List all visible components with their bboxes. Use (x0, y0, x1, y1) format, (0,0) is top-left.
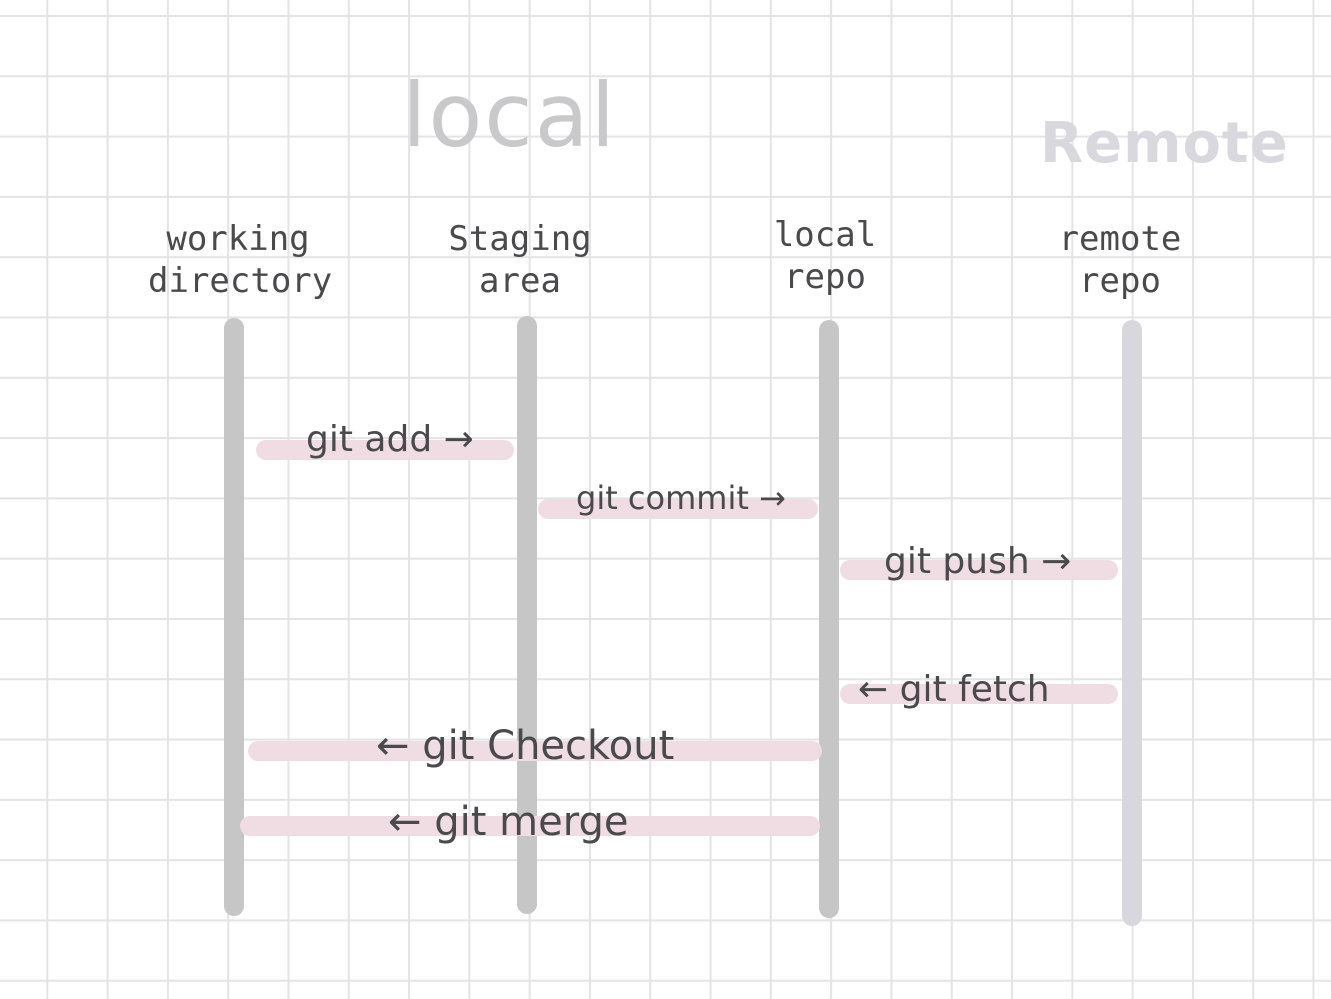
remote-repo-header-line1: remote (1058, 219, 1182, 259)
local-repo-header: local repo (755, 214, 895, 298)
remote-repo-header-line2: repo (1079, 261, 1161, 301)
git-merge-label: ← git merge (388, 799, 629, 845)
local-repo-lane (819, 320, 839, 918)
git-fetch-label: ← git fetch (858, 669, 1050, 710)
remote-repo-header: remote repo (1045, 218, 1195, 302)
staging-area-header-line1: Staging (448, 219, 592, 259)
git-add-band (256, 440, 514, 460)
git-fetch-band (840, 684, 1118, 704)
git-add-label: git add → (306, 419, 474, 460)
git-checkout-band (248, 741, 822, 761)
remote-section-title: Remote (1040, 111, 1289, 176)
local-repo-header-line2: repo (784, 257, 866, 297)
local-repo-header-line1: local (773, 215, 877, 255)
working-directory-header: working directory (148, 218, 333, 302)
git-push-label: git push → (884, 541, 1072, 582)
remote-repo-lane (1122, 320, 1142, 926)
working-directory-lane (224, 318, 244, 916)
git-commit-band (538, 499, 818, 519)
staging-area-lane (517, 316, 537, 914)
staging-area-header: Staging area (440, 218, 600, 302)
working-directory-header-line1: working (166, 219, 310, 259)
staging-area-header-line2: area (479, 261, 561, 301)
git-commit-label: git commit → (576, 479, 786, 517)
git-merge-band (240, 816, 820, 836)
local-section-title: local (402, 64, 618, 167)
git-push-band (840, 560, 1118, 580)
working-directory-header-line2: directory (148, 261, 333, 301)
git-checkout-label: ← git Checkout (376, 723, 675, 769)
